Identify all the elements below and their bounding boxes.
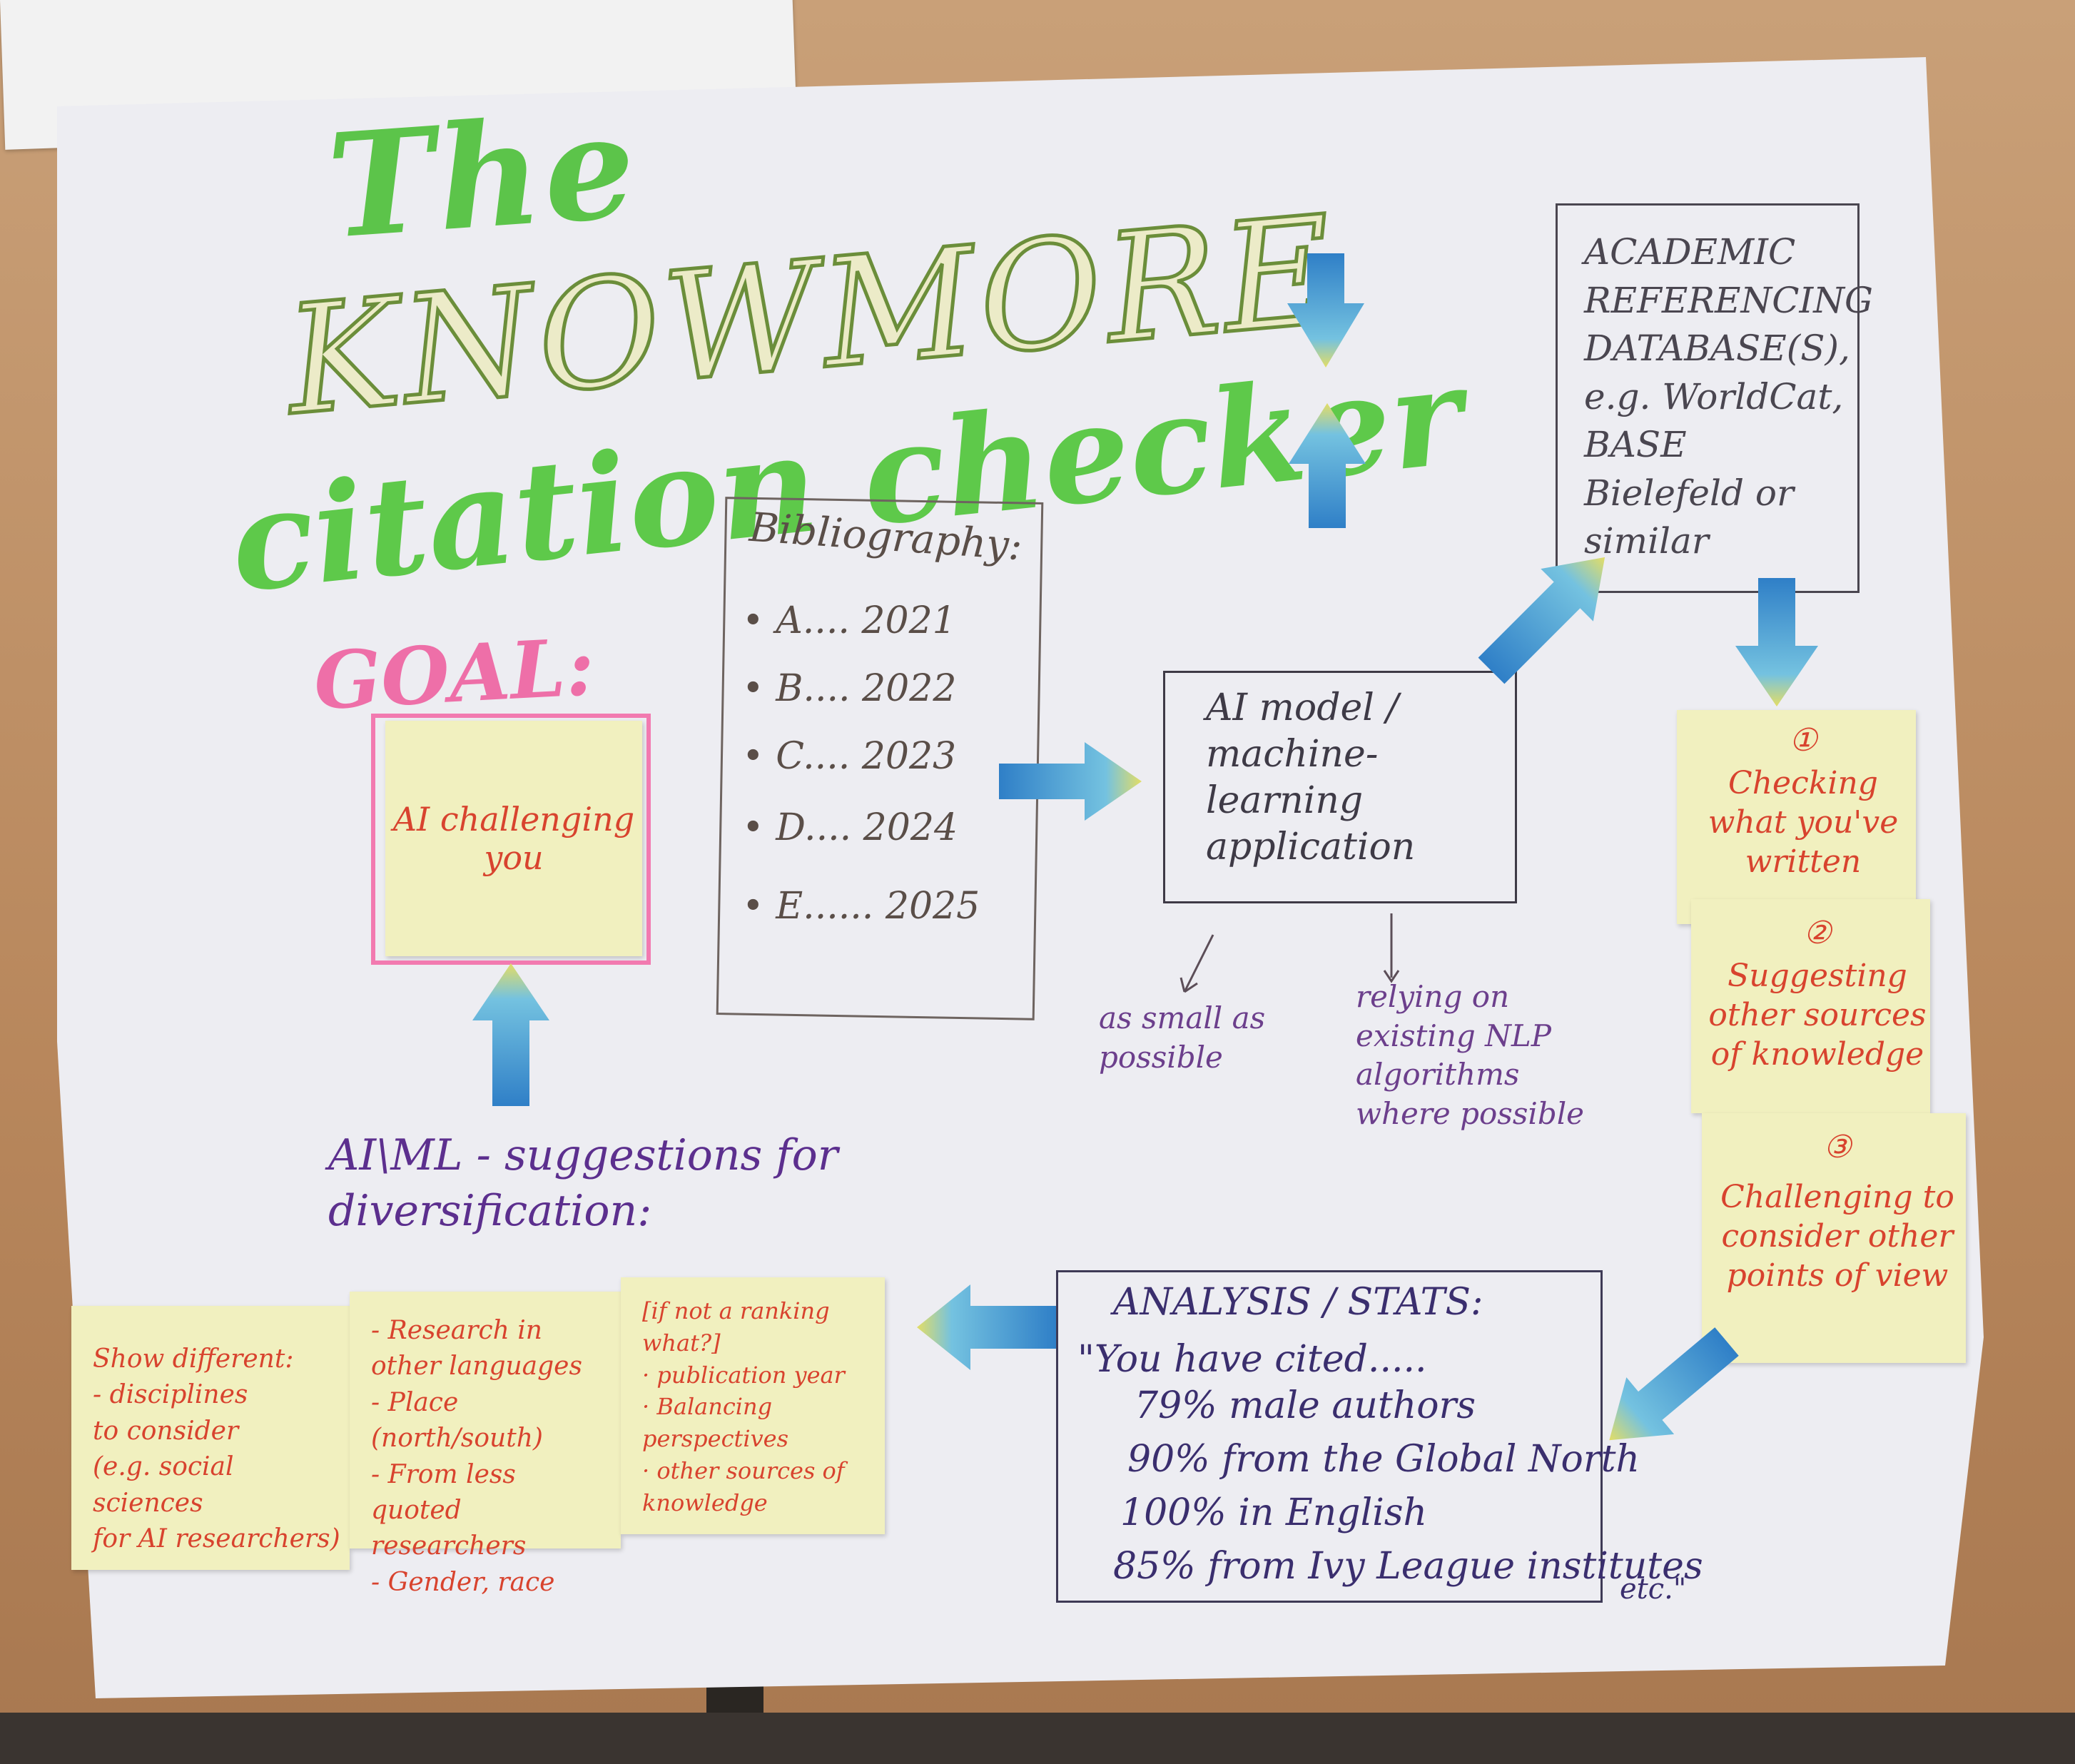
stats-line: 90% from the Global North: [1127, 1438, 1640, 1481]
desk-bottom: [0, 1713, 2075, 1764]
ai-model-box: [1163, 671, 1517, 903]
database-text: ACADEMIC REFERENCING DATABASE(S), e.g. W…: [1584, 231, 1873, 562]
note-line: · publication year: [642, 1361, 845, 1389]
arrow-down-db-steps-icon: [1735, 578, 1818, 706]
ai-note-small: as small as possible: [1099, 1000, 1266, 1075]
arrow-diagonal-ai-db-icon: [1478, 557, 1605, 684]
bib-item: • B.... 2022: [742, 667, 957, 710]
step-text-1: Checking what you've written: [1708, 765, 1899, 880]
step-note-2: [1691, 899, 1930, 1113]
note-line: - Gender, race: [371, 1567, 555, 1597]
note-line: - Place (north/south): [371, 1387, 543, 1454]
bib-item: • A.... 2021: [742, 599, 956, 642]
bottom-note-2-text: - Research in other languages - Place (n…: [357, 1299, 635, 1615]
bottom-note-3: [621, 1277, 885, 1534]
arrow-up-top-icon: [1289, 403, 1366, 528]
stats-etc: etc.": [1620, 1573, 1687, 1606]
step-note-1: [1677, 710, 1916, 924]
bottom-note-2: [350, 1292, 621, 1548]
step-note-3: [1702, 1113, 1966, 1363]
note-line: · Balancing perspectives: [642, 1393, 789, 1453]
step-number-3: ③: [1823, 1129, 1852, 1165]
bib-item: • D.... 2024: [742, 806, 958, 849]
note-line: Show different:: [93, 1344, 294, 1374]
stats-line: 100% in English: [1120, 1491, 1428, 1534]
stats-line: 85% from Ivy League institutes: [1113, 1545, 1703, 1588]
arrow-up-goal-icon: [472, 963, 549, 1106]
note-line: for AI researchers): [93, 1524, 340, 1553]
step-number-2: ②: [1803, 915, 1832, 951]
goal-sticky-note: AI challenging you: [385, 721, 642, 956]
note-line: knowledge: [642, 1489, 768, 1516]
bib-item: • E...... 2025: [742, 885, 980, 928]
stats-box: [1056, 1270, 1603, 1603]
step-text-2: Suggesting other sources of knowledge: [1708, 958, 1927, 1073]
note-line: other languages: [371, 1352, 582, 1382]
note-line: - disciplines: [93, 1380, 248, 1410]
goal-pink-frame: [371, 714, 651, 965]
ai-model-text: AI model / machine-learning application: [1206, 686, 1416, 868]
arrow-right-bib-icon: [999, 742, 1142, 821]
stats-line: 79% male authors: [1135, 1384, 1476, 1427]
note-line: quoted researchers: [371, 1495, 527, 1561]
arrow-left-stats-icon: [917, 1284, 1056, 1370]
ai-note-nlp: relying on existing NLP algorithms where…: [1356, 979, 1585, 1131]
database-box: [1556, 203, 1860, 593]
bottom-note-1-text: Show different: - disciplines to conside…: [78, 1327, 364, 1571]
ai-note-connectors: [1179, 913, 1400, 993]
suggestions-label: AI\ML - suggestions for diversification:: [328, 1130, 838, 1236]
note-line: (e.g. social sciences: [93, 1452, 234, 1518]
note-line: - Research in: [371, 1316, 542, 1345]
stats-line: "You have cited.....: [1077, 1338, 1427, 1381]
arrow-down-top-icon: [1287, 253, 1364, 368]
step-text-3: Challenging to consider other points of …: [1720, 1179, 1954, 1294]
bib-item: • C.... 2023: [742, 735, 957, 778]
note-line: - From less: [371, 1459, 516, 1489]
note-line: · other sources of: [642, 1456, 845, 1484]
arrow-diagonal-steps-stats-icon: [1609, 1327, 1739, 1441]
note-line: [if not a ranking what?]: [642, 1297, 830, 1357]
note-line: to consider: [93, 1416, 239, 1446]
bottom-note-3-text: [if not a ranking what?] · publication y…: [628, 1281, 906, 1534]
stats-title: ANALYSIS / STATS:: [1113, 1281, 1483, 1324]
bottom-note-1: [71, 1306, 350, 1570]
step-number-1: ①: [1789, 722, 1817, 759]
